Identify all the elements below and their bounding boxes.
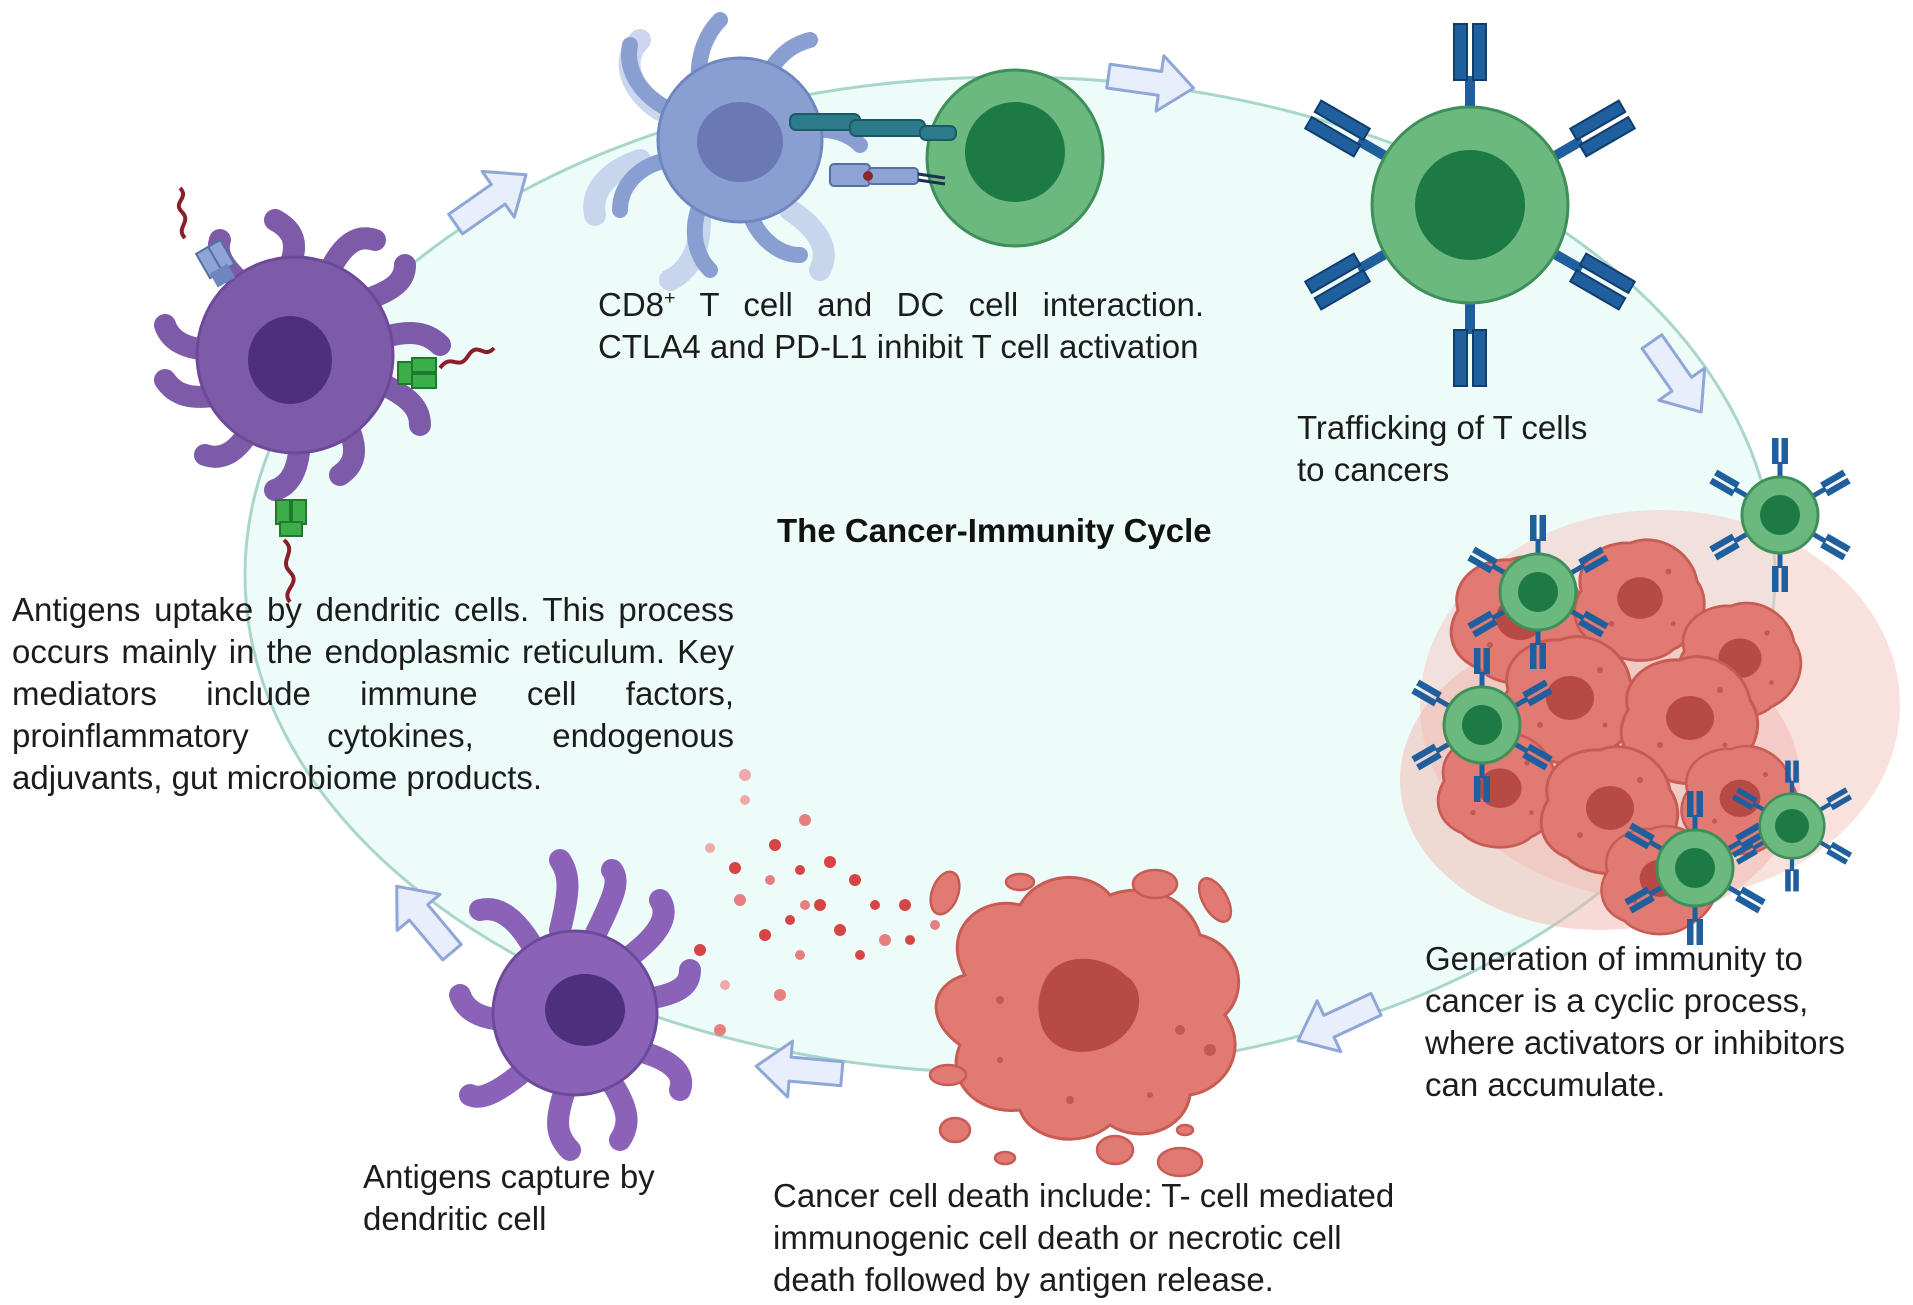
tumor-with-t-cells-illustration [1400,438,1900,945]
caption-cancer-cell-death: Cancer cell death include: T- cell media… [773,1177,1395,1298]
diagram-title: The Cancer-Immunity Cycle [777,512,1212,549]
dendritic-cell-capture-illustration [449,849,701,1161]
caption-dc-interaction-rest: T cell and DC cell interaction. CTLA4 an… [598,286,1204,365]
dying-cancer-cell-illustration [928,868,1241,1178]
caption-generation: Generation of immunity to cancer is a cy… [1425,940,1846,1103]
dendritic-cell-uptake-illustration [154,186,496,604]
caption-dc-interaction-cd8: CD8 [598,286,665,323]
dc-tcell-interaction-illustration [583,12,1105,291]
caption-antigen-uptake: Antigens uptake by dendritic cells. This… [12,591,734,796]
t-cell-trafficking-illustration [1304,23,1636,387]
caption-antigen-capture: Antigens capture by dendritic cell [363,1158,655,1237]
caption-trafficking: Trafficking of T cells to cancers [1297,409,1588,488]
caption-dc-interaction-sup: + [664,287,676,309]
caption-dc-interaction: CD8+ T cell and DC cell interaction. CTL… [598,284,1204,368]
released-antigens-illustration [694,769,940,1036]
